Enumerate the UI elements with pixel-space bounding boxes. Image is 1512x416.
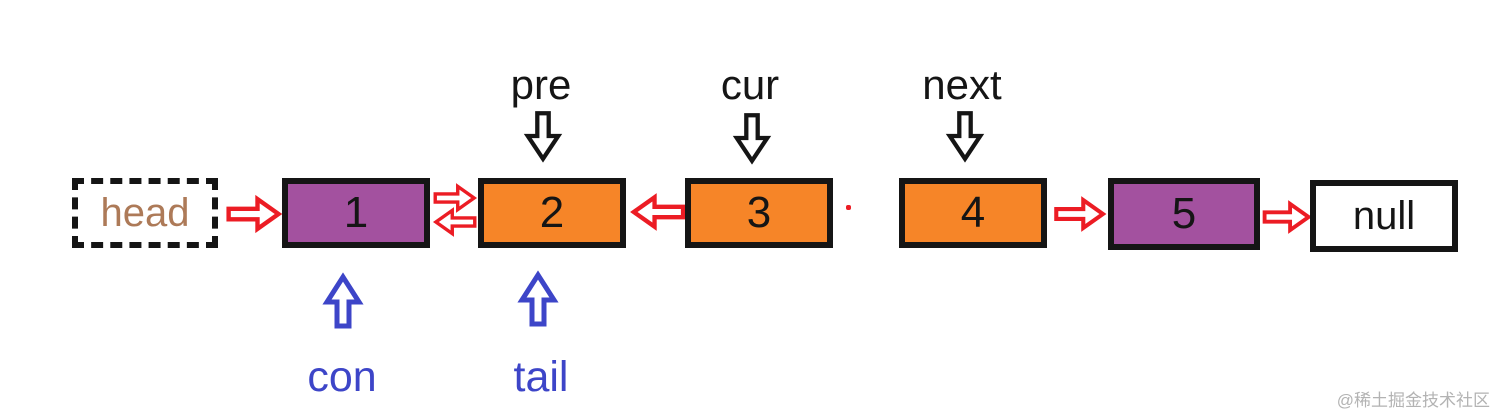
pre-down-arrow-icon: [523, 110, 563, 163]
node-4-value: 4: [960, 188, 986, 237]
broken-link-dot: [846, 205, 851, 210]
node-1-value: 1: [343, 188, 369, 237]
next-down-arrow-icon: [945, 110, 985, 163]
node-5: 5: [1108, 178, 1260, 250]
pointer-label-tail: tail: [513, 353, 569, 401]
pointer-label-next: next: [922, 61, 1002, 108]
null-node: null: [1310, 180, 1458, 252]
node-2-value: 2: [539, 188, 565, 237]
tail-up-arrow-icon: [517, 270, 559, 327]
arrow-1-to-2-icon: [429, 183, 481, 213]
arrow-5-to-null-icon: [1262, 200, 1312, 234]
node-3-value: 3: [746, 188, 772, 237]
head-label: head: [100, 191, 190, 235]
pointer-label-pre: pre: [510, 61, 572, 108]
cur-down-arrow-icon: [732, 112, 772, 165]
watermark: @稀土掘金技术社区: [1336, 391, 1490, 410]
pointer-label-cur: cur: [720, 61, 780, 108]
null-label: null: [1352, 194, 1416, 238]
head-node: head: [72, 178, 218, 248]
node-1: 1: [282, 178, 430, 248]
pointer-label-con: con: [307, 353, 377, 401]
con-up-arrow-icon: [322, 272, 364, 329]
arrow-head-to-1-icon: [226, 194, 283, 234]
node-2: 2: [478, 178, 626, 248]
node-4: 4: [899, 178, 1047, 248]
node-3: 3: [685, 178, 833, 248]
node-5-value: 5: [1171, 189, 1197, 238]
arrow-3-to-2-icon: [630, 193, 686, 231]
arrow-4-to-5-icon: [1053, 196, 1107, 232]
arrow-2-to-1-icon: [429, 207, 481, 237]
